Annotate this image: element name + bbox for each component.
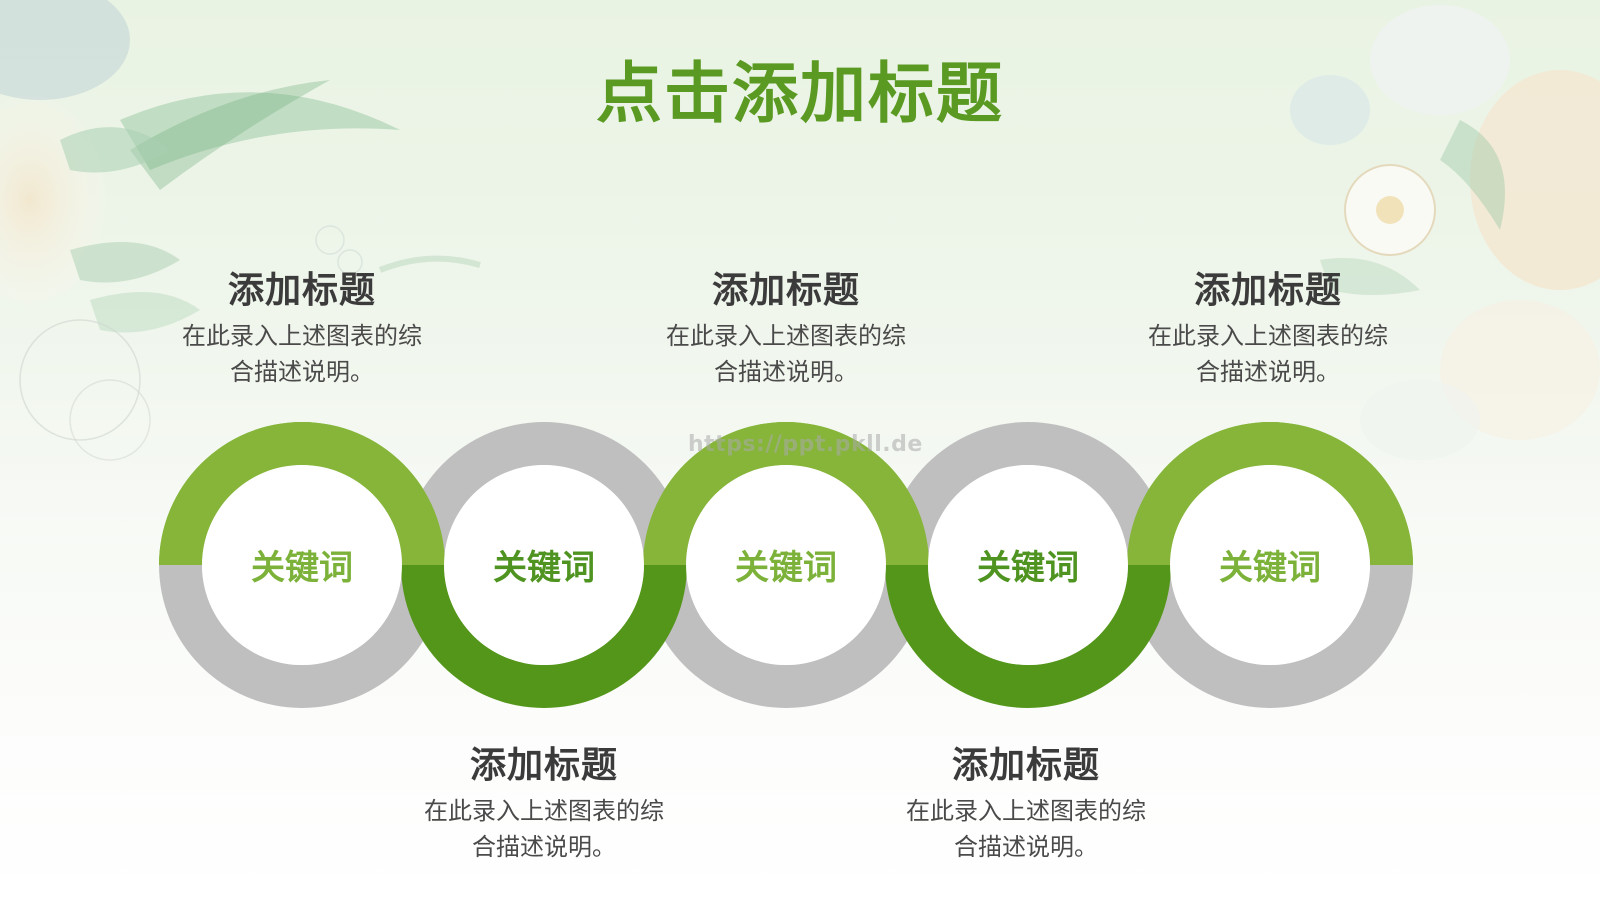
step-description[interactable]: 在此录入上述图表的综 合描述说明。 [152,318,452,390]
watermark-text: https://ppt.pkll.de [688,432,923,457]
text-block-3: 添加标题 在此录入上述图表的综 合描述说明。 [636,268,936,390]
keyword-5[interactable]: 关键词 [1219,548,1321,588]
desc-line-1: 在此录入上述图表的综 [424,797,664,825]
desc-line-1: 在此录入上述图表的综 [182,322,422,350]
text-block-1: 添加标题 在此录入上述图表的综 合描述说明。 [152,268,452,390]
keyword-4[interactable]: 关键词 [977,548,1079,588]
ring-4[interactable] [885,422,1171,708]
text-block-4: 添加标题 在此录入上述图表的综 合描述说明。 [876,743,1176,865]
step-heading[interactable]: 添加标题 [711,270,860,311]
ring-2[interactable] [401,422,687,708]
desc-line-1: 在此录入上述图表的综 [906,797,1146,825]
step-heading[interactable]: 添加标题 [469,745,618,786]
desc-line-2: 合描述说明。 [230,358,374,386]
desc-line-2: 合描述说明。 [472,833,616,861]
text-block-5: 添加标题 在此录入上述图表的综 合描述说明。 [1118,268,1418,390]
text-block-2: 添加标题 在此录入上述图表的综 合描述说明。 [394,743,694,865]
step-heading[interactable]: 添加标题 [227,270,376,311]
step-heading[interactable]: 添加标题 [1193,270,1342,311]
desc-line-1: 在此录入上述图表的综 [1148,322,1388,350]
desc-line-2: 合描述说明。 [714,358,858,386]
step-description[interactable]: 在此录入上述图表的综 合描述说明。 [394,793,694,865]
slide-title[interactable]: 点击添加标题 [596,55,1004,132]
desc-line-2: 合描述说明。 [954,833,1098,861]
step-heading[interactable]: 添加标题 [951,745,1100,786]
keyword-1[interactable]: 关键词 [251,548,353,588]
step-description[interactable]: 在此录入上述图表的综 合描述说明。 [636,318,936,390]
keyword-3[interactable]: 关键词 [735,548,837,588]
keyword-2[interactable]: 关键词 [493,548,595,588]
step-description[interactable]: 在此录入上述图表的综 合描述说明。 [876,793,1176,865]
desc-line-2: 合描述说明。 [1196,358,1340,386]
step-description[interactable]: 在此录入上述图表的综 合描述说明。 [1118,318,1418,390]
desc-line-1: 在此录入上述图表的综 [666,322,906,350]
